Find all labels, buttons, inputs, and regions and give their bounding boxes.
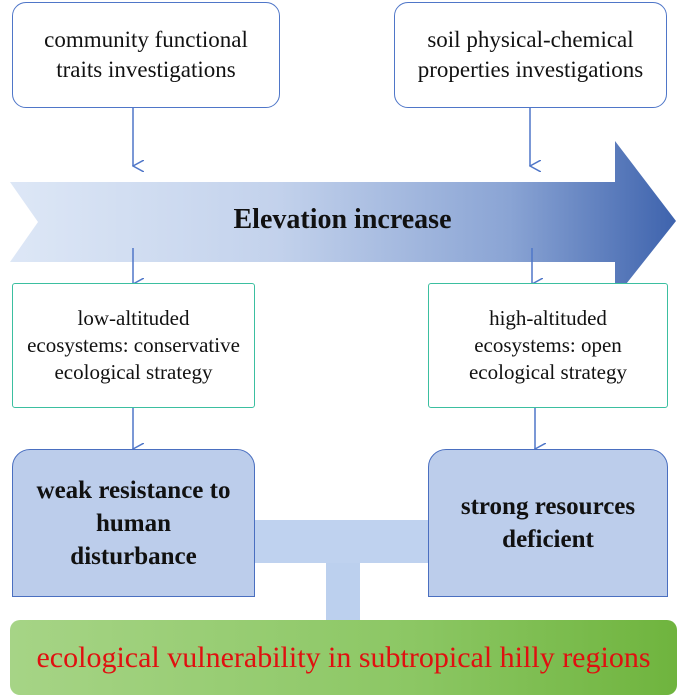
vulnerability-box: ecological vulnerability in subtropical … xyxy=(10,620,677,695)
traits-box: community functional traits investigatio… xyxy=(12,2,280,108)
low-altitude-box: low-altituded ecosystems: conservative e… xyxy=(12,283,255,408)
high-altitude-box: high-altituded ecosystems: open ecologic… xyxy=(428,283,668,408)
weak-resistance-box: weak resistance to human disturbance xyxy=(12,449,255,597)
elevation-label: Elevation increase xyxy=(233,204,452,235)
elevation-arrow xyxy=(10,141,676,298)
soil-box: soil physical-chemical properties invest… xyxy=(394,2,667,108)
double-arrow xyxy=(222,500,465,583)
resources-deficient-box: strong resources deficient xyxy=(428,449,668,597)
